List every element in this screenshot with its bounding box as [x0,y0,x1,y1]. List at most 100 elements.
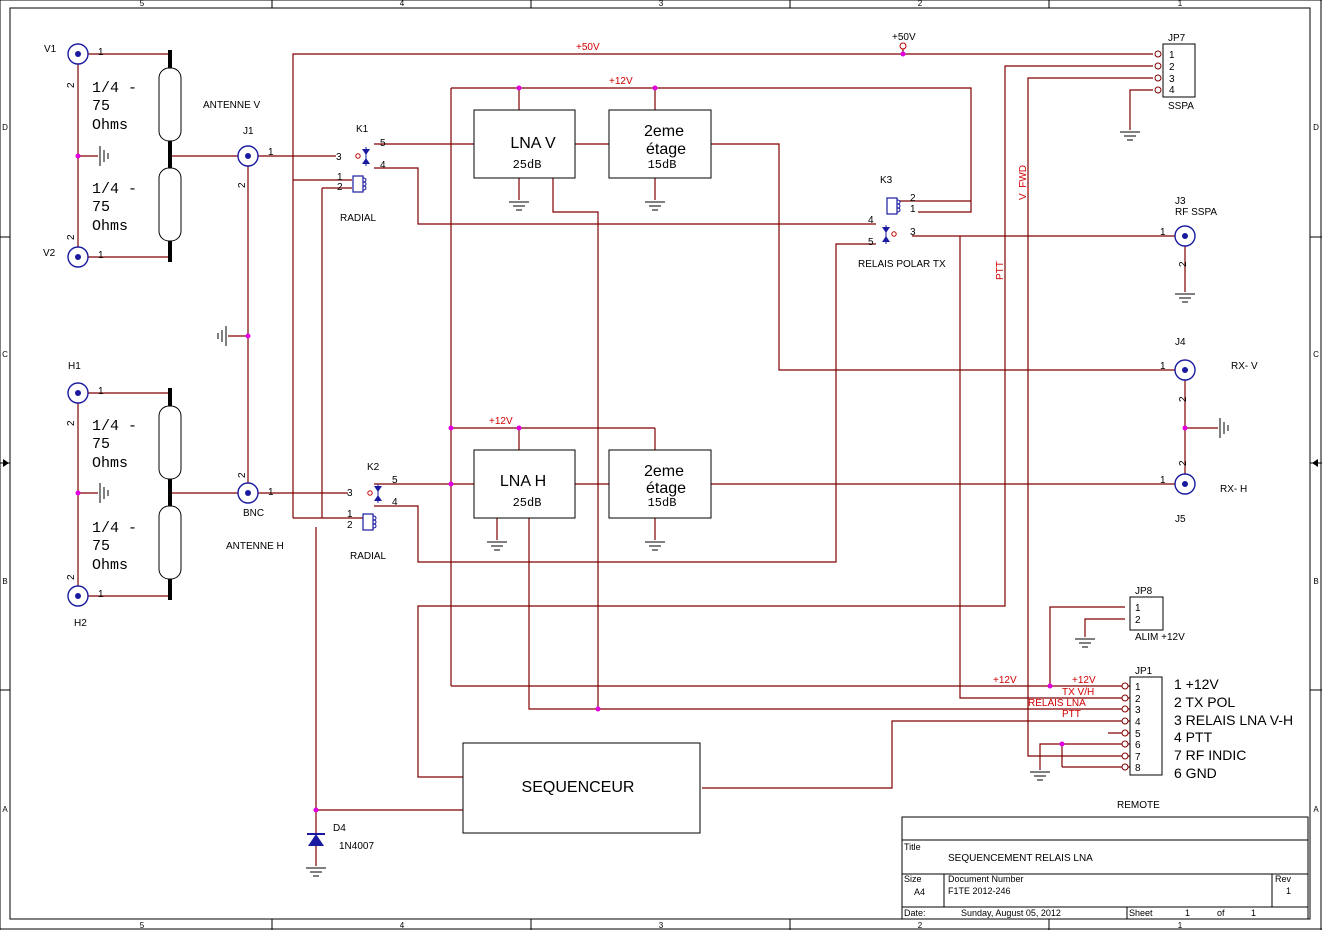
pin-label: 1 [337,172,343,183]
stage-h-block: 2eme étage 15dB [608,449,712,519]
pin-label: 1 [98,386,104,397]
row-marker-left: A [2,805,8,814]
coax-lower-2-line1: 1/4 - [92,520,137,537]
relay-k1: K1 3 5 4 1 2 RADIAL [336,124,386,224]
title-value: SEQUENCEMENT RELAIS LNA [948,853,1093,864]
coax-labels: 1/4 - 75 Ohms 1/4 - 75 Ohms 1/4 - 75 Ohm… [92,80,137,574]
row-marker-right: D [1313,123,1319,132]
jp7-pin: 1 [1169,50,1175,61]
pin-label: 1 [1160,361,1166,372]
antenna-v-label: ANTENNE V [203,100,261,111]
col-marker-top: 3 [659,0,664,8]
pin-label: 2 [237,472,248,478]
connector-j3-label: RF SSPA [1175,207,1217,218]
lna-v-block: LNA V 25dB [473,109,576,179]
jp8-name: ALIM +12V [1135,632,1185,643]
relay-k3-ref: K3 [880,175,893,186]
of-label: of [1217,908,1225,918]
jp7-name: SSPA [1168,101,1194,112]
relay-k2: K2 3 5 4 1 2 RADIAL [347,462,398,562]
relay-k1-ref: K1 [356,124,369,135]
jp1-pin: 1 [1135,682,1141,693]
pin-label: 1 [1160,227,1166,238]
pin-label: 3 [336,152,342,163]
antenna-h-label: ANTENNE H [226,541,284,552]
jp1-pin: 8 [1135,763,1141,774]
jp7-header: JP7 SSPA 1 2 3 4 [1154,33,1196,112]
date-value: Sunday, August 05, 2012 [961,908,1061,918]
stage-v-line2: étage [646,141,686,158]
jp1-legend-line: 4 PTT [1174,729,1213,745]
jp7-ref: JP7 [1168,33,1186,44]
pin-label: 2 [1178,261,1189,267]
coax-upper-1-line2: 75 [92,98,110,115]
connector-j1-ref: J1 [243,126,254,137]
pin-label: 1 [1160,475,1166,486]
net-ptt-jp1: PTT [1062,709,1081,720]
net-12v-lower: +12V [489,416,513,427]
pin-label: 5 [380,138,386,149]
jp1-ref: JP1 [1135,666,1153,677]
pin-label: 5 [868,237,874,248]
row-marker-left: B [2,577,7,586]
row-marker-left: D [2,123,8,132]
relay-k3-label: RELAIS POLAR TX [858,259,946,270]
jp1-legend-line: 6 GND [1174,765,1217,781]
jp1-legend-line: 3 RELAIS LNA V-H [1174,712,1293,728]
junction-dots [75,51,1188,813]
relay-k2-ref: K2 [367,462,380,473]
pin-label: 1 [347,509,353,520]
net-12v-upper: +12V [609,76,633,87]
net-50v-label: +50V [576,42,600,53]
connector-h1: H1 1 2 [66,361,104,426]
relay-k1-radial: RADIAL [340,213,377,224]
pin-label: 1 [98,250,104,261]
stage-h-line2: étage [646,480,686,497]
net-relais-lna: RELAIS LNA [1028,698,1086,709]
pin-label: 2 [347,520,353,531]
lna-h-gain: 25dB [513,496,542,510]
stage-v-gain: 15dB [648,158,677,172]
pin-label: 4 [380,160,386,171]
jp1-legend-line: 7 RF INDIC [1174,747,1246,763]
col-marker-bottom: 2 [918,921,923,930]
docnum-value: F1TE 2012-246 [948,886,1011,896]
jp1-pin: 2 [1135,694,1141,705]
jp1-pin: 6 [1135,740,1141,751]
col-marker-top: 4 [400,0,405,8]
sequencer-block: SEQUENCEUR [462,742,701,834]
coax-lower-1-line2: 75 [92,436,110,453]
row-marker-right: B [1313,577,1318,586]
row-marker-left: C [2,350,8,359]
lna-v-title: LNA V [510,135,556,152]
pin-label: 1 [268,147,274,158]
col-marker-bottom: 5 [140,921,145,930]
jp7-pin: 4 [1169,85,1175,96]
coax-upper [158,50,182,262]
jp1-legend: 1 +12V 2 TX POL 3 RELAIS LNA V-H 4 PTT 7… [1174,676,1293,781]
pin-label: 2 [910,193,916,204]
net-12v-jp1: +12V [993,675,1017,686]
pin-label: 1 [98,589,104,600]
docnum-label: Document Number [948,874,1024,884]
relay-k2-radial: RADIAL [350,551,387,562]
lna-v-gain: 25dB [513,158,542,172]
coax-lower-2-line2: 75 [92,538,110,555]
col-marker-top: 1 [1178,0,1183,8]
jp1-pin: 3 [1135,705,1141,716]
diode-d4: D4 1N4007 [307,823,374,852]
stage-h-gain: 15dB [648,496,677,510]
sequencer-title: SEQUENCEUR [522,779,635,796]
connector-v2-ref: V2 [43,248,56,259]
coax-lower [158,388,182,600]
jp8-pin: 2 [1135,615,1141,626]
pin-label: 1 [98,47,104,58]
net-50v-flag: +50V [892,32,916,43]
net-12v-jp1b: +12V [1072,675,1096,686]
diode-d4-ref: D4 [333,823,346,834]
pin-label: 4 [392,497,398,508]
jp1-legend-line: 2 TX POL [1174,694,1235,710]
coax-upper-2-line2: 75 [92,199,110,216]
connector-h2: H2 1 2 [66,574,104,629]
